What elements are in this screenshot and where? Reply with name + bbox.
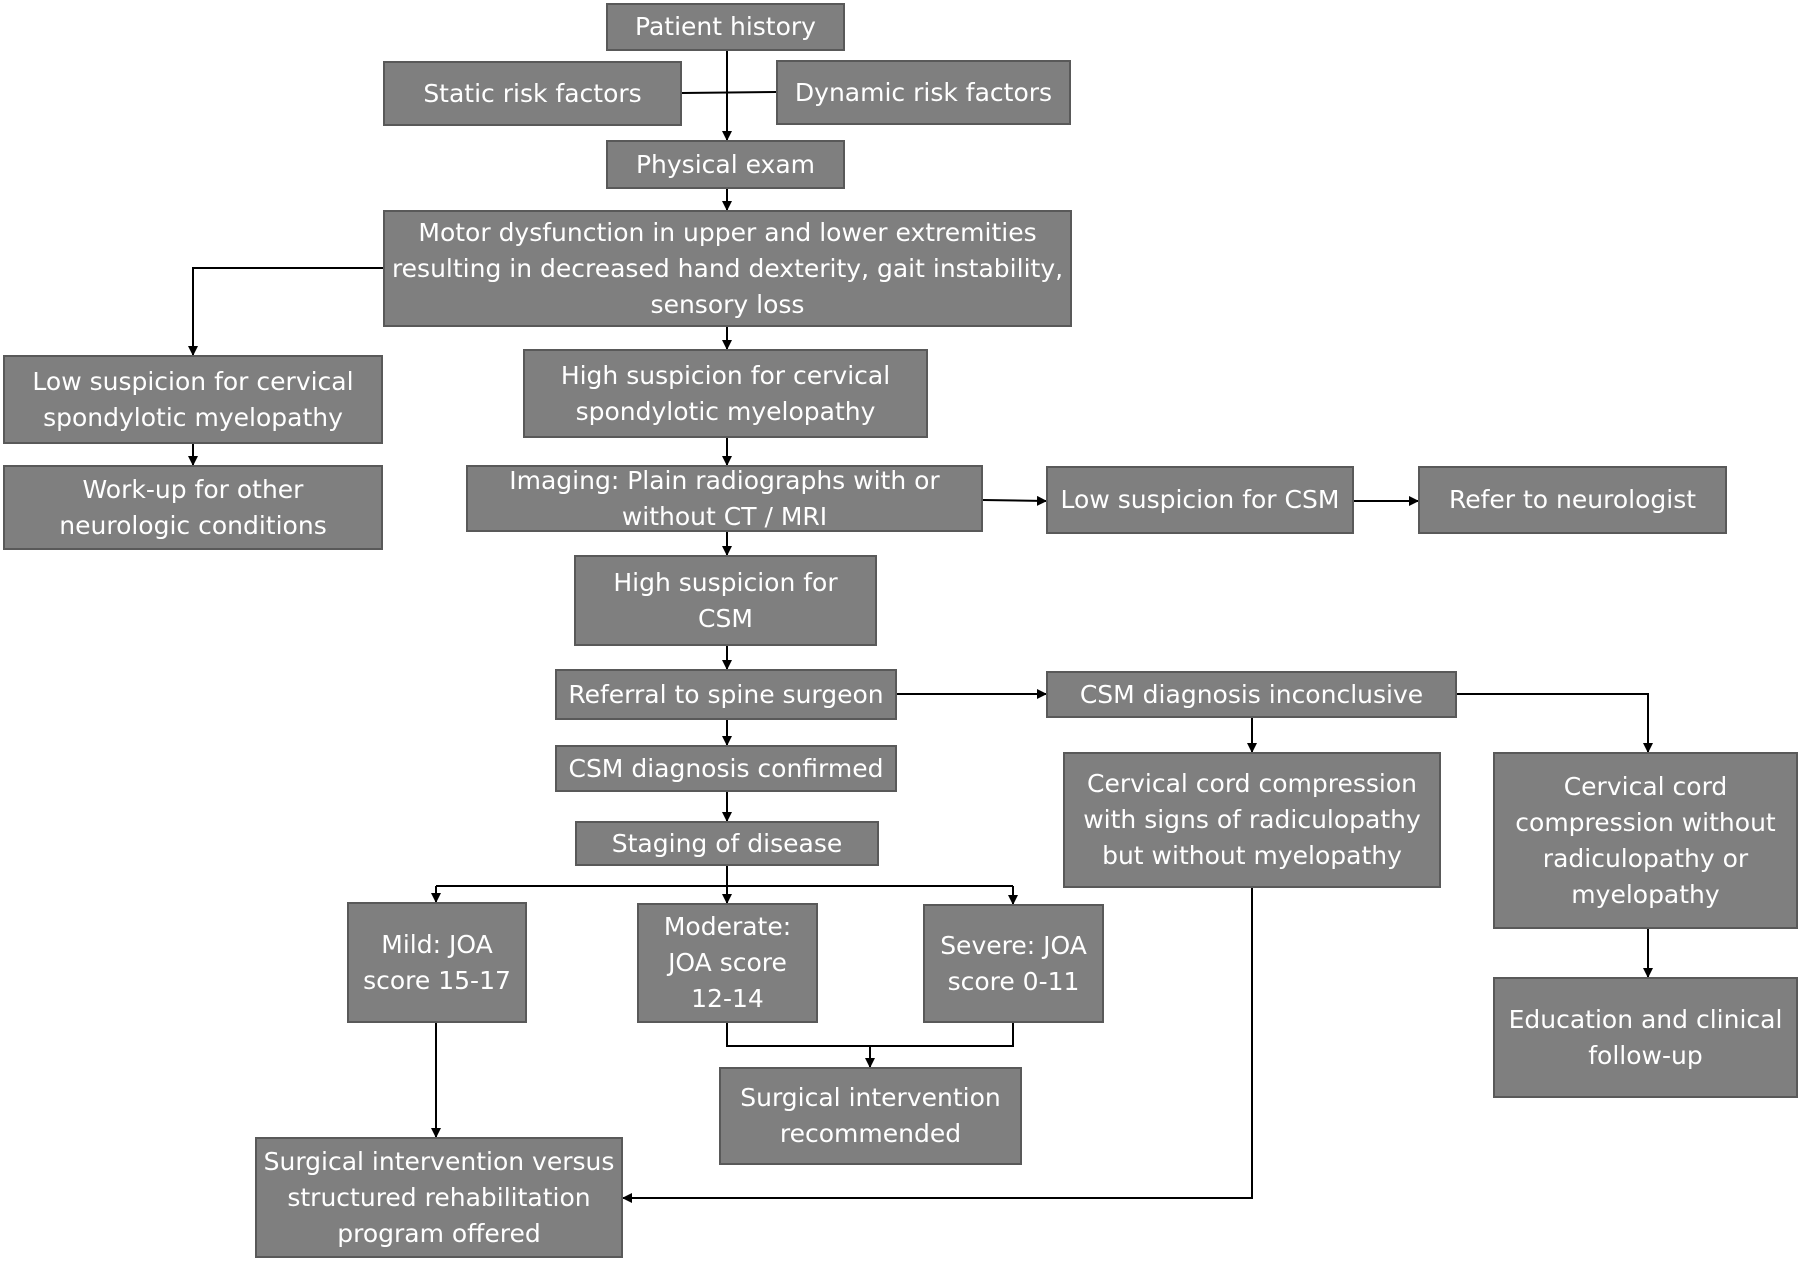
node-compression-with-radiculopathy: Cervical cord compression with signs of …	[1063, 752, 1441, 888]
node-moderate: Moderate: JOA score 12-14	[637, 903, 818, 1023]
node-education-followup: Education and clinical follow-up	[1493, 977, 1798, 1098]
node-refer-neurologist: Refer to neurologist	[1418, 466, 1727, 534]
line-moderate-severe-join	[726, 1023, 1014, 1047]
node-referral-spine-surgeon: Referral to spine surgeon	[555, 669, 897, 720]
node-patient-history: Patient history	[606, 3, 845, 51]
node-csm-confirmed: CSM diagnosis confirmed	[555, 745, 897, 792]
node-surgical-vs-rehabilitation: Surgical intervention versus structured …	[255, 1137, 623, 1258]
node-imaging: Imaging: Plain radiographs with or witho…	[466, 465, 983, 532]
node-high-suspicion-myelopathy: High suspicion for cervical spondylotic …	[523, 349, 928, 438]
arrow-motor-to-low-suspicion	[188, 267, 383, 356]
line-static-dynamic	[681, 91, 777, 94]
node-mild: Mild: JOA score 15-17	[347, 902, 527, 1023]
node-csm-inconclusive: CSM diagnosis inconclusive	[1046, 671, 1457, 718]
arrow-radiculopathy-to-surgical-vs-rehab	[622, 888, 1253, 1203]
node-dynamic-risk-factors: Dynamic risk factors	[776, 60, 1071, 125]
node-workup-other-conditions: Work-up for other neurologic conditions	[3, 465, 383, 550]
node-surgical-recommended: Surgical intervention recommended	[719, 1067, 1022, 1165]
node-high-suspicion-csm: High suspicion for CSM	[574, 555, 877, 646]
node-staging: Staging of disease	[575, 821, 879, 866]
node-low-suspicion-csm: Low suspicion for CSM	[1046, 466, 1354, 534]
arrow-imaging-to-low-csm	[982, 495, 1047, 506]
node-low-suspicion-myelopathy: Low suspicion for cervical spondylotic m…	[3, 355, 383, 444]
node-severe: Severe: JOA score 0-11	[923, 904, 1104, 1023]
node-static-risk-factors: Static risk factors	[383, 61, 682, 126]
node-motor-dysfunction: Motor dysfunction in upper and lower ext…	[383, 210, 1072, 327]
arrow-inconclusive-to-no-radiculopathy	[1457, 693, 1653, 753]
node-compression-without-radiculopathy: Cervical cord compression without radicu…	[1493, 752, 1798, 929]
node-physical-exam: Physical exam	[606, 140, 845, 189]
